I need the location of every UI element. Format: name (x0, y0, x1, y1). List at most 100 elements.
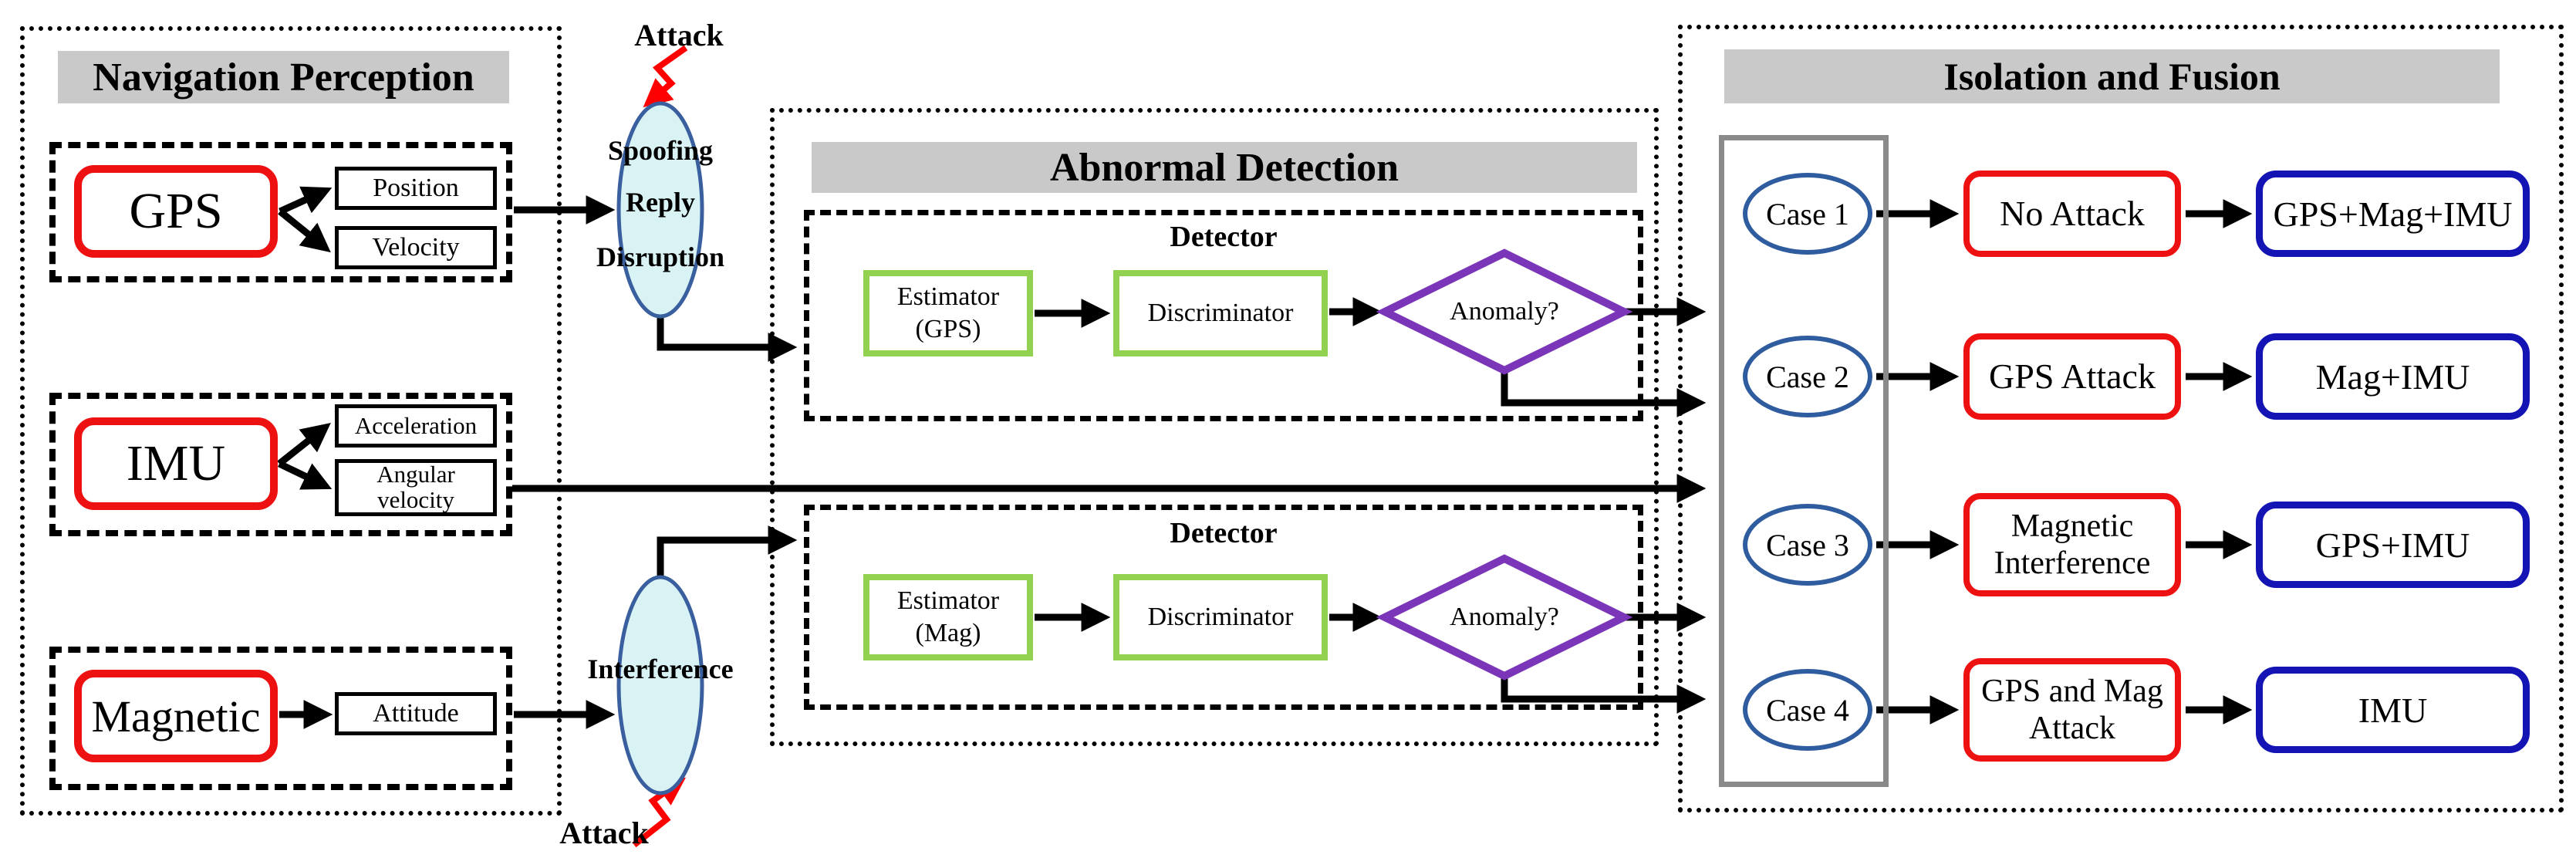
imu-sensor-label: IMU (126, 435, 226, 491)
detector-mag-box (804, 505, 1643, 710)
anomaly-gps-label: Anomaly? (1420, 293, 1589, 330)
discriminator-mag-label: Discriminator (1147, 602, 1294, 631)
spoofing-ellipse (616, 101, 704, 319)
imu-angular-velocity-label: Angular velocity (376, 461, 455, 513)
case2-fusion-text: Mag+IMU (2315, 356, 2470, 397)
case4-condition-text: GPS and Mag Attack (1981, 673, 2163, 746)
disruption-text: Disruption (596, 242, 725, 272)
imu-acceleration-box: Acceleration (335, 404, 497, 448)
case1-ellipse: Case 1 (1743, 173, 1872, 255)
interference-ellipse (616, 575, 704, 796)
gps-velocity-box: Velocity (335, 226, 497, 269)
case2-ellipse: Case 2 (1743, 336, 1872, 417)
case4-fusion-text: IMU (2358, 690, 2428, 730)
gps-sensor-label: GPS (129, 183, 223, 239)
case3-label: Case 3 (1766, 527, 1849, 562)
estimator-gps-label: Estimator (GPS) (897, 281, 999, 346)
disruption-label: Disruption (572, 240, 749, 274)
estimator-gps-box: Estimator (GPS) (863, 270, 1033, 356)
navigation-perception-box (20, 26, 562, 816)
gps-position-box: Position (335, 167, 497, 210)
anomaly-diamond-mag (1376, 554, 1633, 681)
case-column (1719, 135, 1889, 787)
arrow-imu-angular-velocity (278, 460, 333, 490)
case2-condition-text: GPS Attack (1989, 356, 2156, 396)
arrow-gps-velocity (278, 208, 331, 253)
detector-gps-title-text: Detector (1170, 221, 1278, 253)
navigation-perception-title-text: Navigation Perception (93, 55, 474, 100)
detector-gps-box (804, 210, 1643, 421)
abnormal-detection-title-text: Abnormal Detection (1049, 145, 1399, 190)
magnetic-sensor-label: Magnetic (91, 691, 261, 741)
isolation-fusion-title-text: Isolation and Fusion (1943, 55, 2281, 98)
imu-angular-velocity-box: Angular velocity (335, 459, 497, 516)
case4-fusion-box: IMU (2256, 667, 2530, 753)
case4-label: Case 4 (1766, 692, 1849, 728)
arrow-gps-position (279, 186, 333, 215)
imu-sensor-box: IMU (74, 417, 278, 510)
estimator-mag-line1: Estimator (896, 586, 1000, 615)
attack-top-text: Attack (634, 17, 724, 52)
magnetic-attitude-label: Attitude (373, 699, 459, 728)
anomaly-mag-text: Anomaly? (1450, 603, 1559, 631)
isolation-fusion-title: Isolation and Fusion (1724, 49, 2500, 103)
arrow-interference-to-detector-mag (657, 525, 798, 576)
discriminator-gps-box: Discriminator (1113, 270, 1328, 356)
sensor-arrows (277, 186, 2253, 729)
detector-mag-title-text: Detector (1170, 517, 1278, 549)
gps-velocity-label: Velocity (372, 233, 460, 262)
detector-mag-title: Detector (838, 515, 1609, 551)
estimator-gps-line2: (GPS) (915, 315, 981, 343)
discriminator-mag-box: Discriminator (1113, 574, 1328, 660)
case4-ellipse: Case 4 (1743, 669, 1872, 751)
case1-condition-text: No Attack (2000, 193, 2145, 233)
detector-gps-title: Detector (838, 219, 1609, 255)
arrow-anomaly1-bottom-to-cases (1501, 372, 1707, 417)
anomaly-gps-text: Anomaly? (1450, 297, 1559, 326)
interference-label: Interference (560, 652, 761, 686)
imu-group-box (49, 393, 512, 536)
isolation-fusion-box (1678, 25, 2564, 812)
discriminator-gps-label: Discriminator (1147, 298, 1294, 327)
case1-fusion-box: GPS+Mag+IMU (2256, 171, 2530, 257)
gps-sensor-box: GPS (74, 165, 278, 258)
arrow-spoofing-to-detector-gps (657, 316, 798, 362)
case1-fusion-text: GPS+Mag+IMU (2273, 194, 2513, 234)
spoofing-text: Spoofing (607, 135, 714, 166)
estimator-mag-box: Estimator (Mag) (863, 574, 1033, 660)
abnormal-detection-title: Abnormal Detection (812, 142, 1637, 193)
gps-group-box (49, 142, 512, 282)
estimator-mag-line2: (Mag) (915, 619, 981, 647)
estimator-gps-line1: Estimator (896, 282, 1000, 311)
case2-condition-box: GPS Attack (1963, 333, 2181, 420)
gps-position-label: Position (373, 174, 459, 202)
navigation-perception-title: Navigation Perception (58, 51, 509, 103)
case3-ellipse: Case 3 (1743, 504, 1872, 586)
case3-condition-box: Magnetic Interference (1963, 493, 2181, 596)
case1-condition-box: No Attack (1963, 171, 2181, 257)
reply-text: Reply (626, 187, 695, 218)
magnetic-attitude-box: Attitude (335, 692, 497, 735)
case1-label: Case 1 (1766, 196, 1849, 231)
case3-fusion-text: GPS+IMU (2315, 525, 2470, 565)
magnetic-group-box (49, 647, 512, 790)
lightning-attack-top-icon (643, 45, 688, 108)
anomaly-diamond-gps (1376, 248, 1633, 375)
case3-condition-text: Magnetic Interference (1994, 508, 2151, 581)
attack-bottom-label: Attack (538, 815, 670, 850)
attack-bottom-text: Attack (559, 815, 649, 850)
arrow-anomaly2-bottom-to-cases (1501, 677, 1707, 714)
abnormal-detection-box (770, 108, 1659, 746)
magnetic-sensor-box: Magnetic (74, 670, 278, 762)
reply-label: Reply (572, 185, 749, 219)
interference-text: Interference (587, 654, 734, 684)
case2-fusion-box: Mag+IMU (2256, 333, 2530, 420)
case4-condition-box: GPS and Mag Attack (1963, 658, 2181, 762)
case3-fusion-box: GPS+IMU (2256, 502, 2530, 588)
spoofing-label: Spoofing (572, 133, 749, 167)
anomaly-mag-label: Anomaly? (1420, 599, 1589, 636)
imu-acceleration-label: Acceleration (354, 412, 478, 439)
case2-label: Case 2 (1766, 359, 1849, 394)
